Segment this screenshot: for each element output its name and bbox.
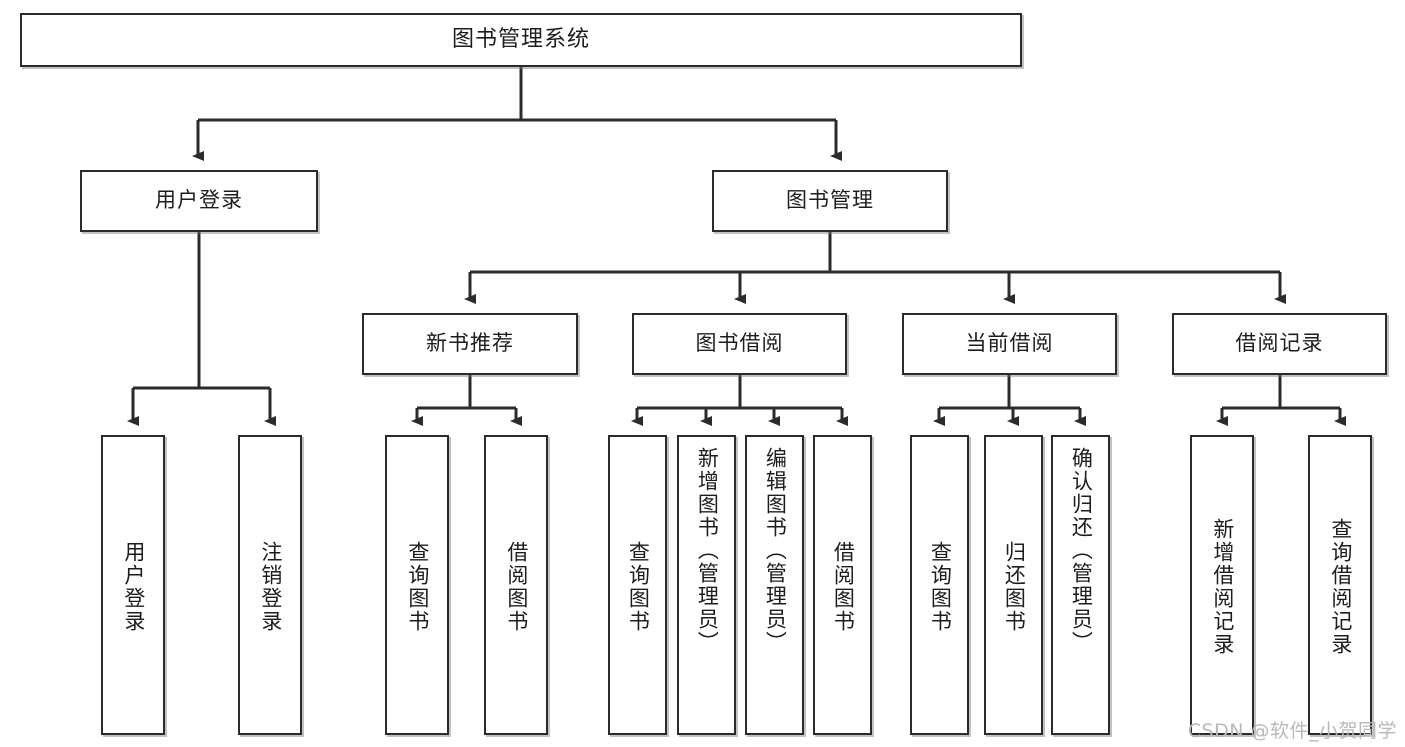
node-leaf-user-login-label: 用户登录 bbox=[121, 541, 146, 633]
node-leaf-borrow-book-recommend[interactable]: 借阅图书 bbox=[484, 435, 548, 735]
node-leaf-logout-label: 注销登录 bbox=[258, 541, 283, 633]
node-leaf-add-borrow-record[interactable]: 新增借阅记录 bbox=[1190, 435, 1254, 735]
node-leaf-confirm-return-admin-label: 确认归还（管理员） bbox=[1069, 447, 1094, 654]
node-level2-user-login[interactable]: 用户登录 bbox=[80, 170, 318, 232]
node-leaf-add-book-admin-label: 新增图书（管理员） bbox=[695, 447, 720, 654]
node-level3-current-borrow-label: 当前借阅 bbox=[965, 331, 1054, 356]
node-leaf-add-borrow-record-label: 新增借阅记录 bbox=[1210, 518, 1235, 656]
node-leaf-edit-book-admin-label: 编辑图书（管理员） bbox=[763, 447, 788, 654]
node-leaf-query-book-current[interactable]: 查询图书 bbox=[910, 435, 969, 735]
node-leaf-query-borrow-record[interactable]: 查询借阅记录 bbox=[1308, 435, 1372, 735]
node-level3-book-borrow[interactable]: 图书借阅 bbox=[632, 313, 847, 375]
node-level3-book-borrow-label: 图书借阅 bbox=[695, 331, 784, 356]
watermark: CSDN @软件_小贺同学 bbox=[1187, 720, 1397, 742]
node-leaf-query-book-recommend-label: 查询图书 bbox=[405, 541, 430, 633]
node-leaf-borrow-book-recommend-label: 借阅图书 bbox=[504, 541, 529, 633]
node-leaf-borrow-book[interactable]: 借阅图书 bbox=[813, 435, 872, 735]
node-level3-borrow-record[interactable]: 借阅记录 bbox=[1172, 313, 1387, 375]
node-leaf-user-login[interactable]: 用户登录 bbox=[101, 435, 165, 735]
node-level3-current-borrow[interactable]: 当前借阅 bbox=[902, 313, 1117, 375]
node-leaf-return-book[interactable]: 归还图书 bbox=[984, 435, 1043, 735]
node-leaf-return-book-label: 归还图书 bbox=[1002, 541, 1027, 633]
node-level3-borrow-record-label: 借阅记录 bbox=[1235, 331, 1324, 356]
node-level2-user-login-label: 用户登录 bbox=[155, 188, 243, 213]
node-leaf-query-book-borrow-label: 查询图书 bbox=[626, 541, 651, 633]
node-leaf-query-book-recommend[interactable]: 查询图书 bbox=[385, 435, 449, 735]
node-root[interactable]: 图书管理系统 bbox=[20, 13, 1022, 67]
node-level3-new-book-recommend-label: 新书推荐 bbox=[426, 331, 514, 356]
node-leaf-query-borrow-record-label: 查询借阅记录 bbox=[1328, 518, 1353, 656]
node-leaf-query-book-current-label: 查询图书 bbox=[928, 541, 953, 633]
node-leaf-confirm-return-admin[interactable]: 确认归还（管理员） bbox=[1051, 435, 1110, 735]
node-leaf-query-book-borrow[interactable]: 查询图书 bbox=[608, 435, 667, 735]
node-leaf-edit-book-admin[interactable]: 编辑图书（管理员） bbox=[745, 435, 804, 735]
node-level3-new-book-recommend[interactable]: 新书推荐 bbox=[362, 313, 578, 375]
node-root-label: 图书管理系统 bbox=[451, 26, 590, 52]
node-leaf-logout[interactable]: 注销登录 bbox=[238, 435, 302, 735]
node-leaf-add-book-admin[interactable]: 新增图书（管理员） bbox=[677, 435, 736, 735]
node-leaf-borrow-book-label: 借阅图书 bbox=[831, 541, 856, 633]
node-level2-book-management[interactable]: 图书管理 bbox=[712, 170, 948, 232]
node-level2-book-management-label: 图书管理 bbox=[786, 188, 874, 213]
